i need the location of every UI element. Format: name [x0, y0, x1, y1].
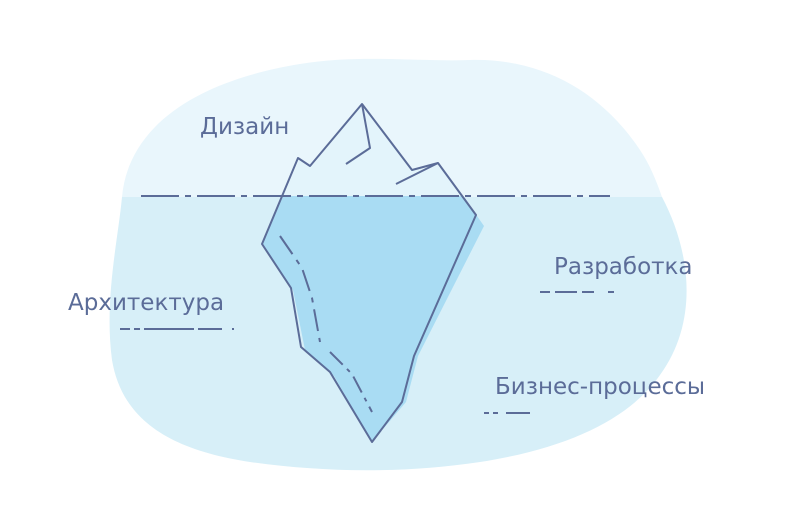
label-development: Разработка	[554, 254, 693, 280]
label-business-processes: Бизнес-процессы	[495, 374, 706, 400]
iceberg-ridge-right	[395, 162, 439, 185]
iceberg-outline	[261, 103, 477, 443]
iceberg-inner-dashes-2	[329, 351, 373, 413]
label-architecture: Архитектура	[68, 290, 225, 316]
iceberg-inner-dashes	[279, 235, 321, 343]
sky-blob	[122, 58, 662, 197]
iceberg-bottom	[262, 196, 484, 442]
iceberg-ridge	[345, 103, 371, 165]
label-design: Дизайн	[200, 114, 290, 140]
